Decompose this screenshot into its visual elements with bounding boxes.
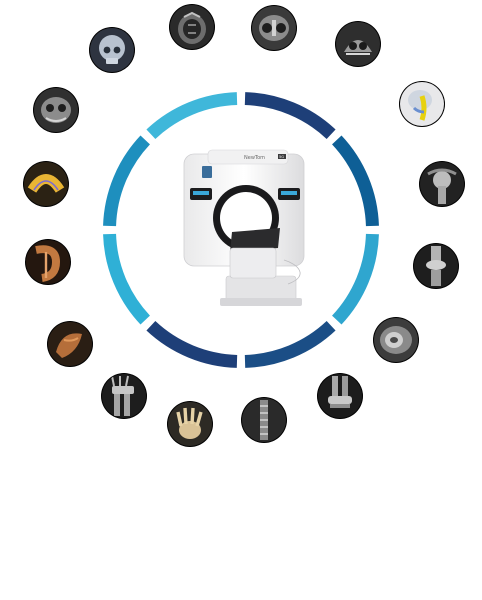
model-badge: 5G <box>279 155 284 159</box>
ring-segment-4 <box>244 321 336 368</box>
temporal-bone-ct-thumbnail[interactable] <box>336 22 380 66</box>
brand-label: NewTom <box>244 155 265 161</box>
wrist-xray-thumbnail[interactable] <box>102 374 146 418</box>
dental-arch-3d-thumbnail[interactable] <box>24 162 68 206</box>
sinus-ct-thumbnail[interactable] <box>252 6 296 50</box>
skull-ct-thumbnail[interactable] <box>170 5 214 49</box>
ring-segment-8 <box>146 92 238 139</box>
knee-xray-thumbnail[interactable] <box>414 244 458 288</box>
cervical-spine-3d-thumbnail[interactable] <box>48 322 92 366</box>
ring-segment-1 <box>244 92 336 139</box>
spine-sagittal-thumbnail[interactable] <box>242 398 286 442</box>
ring-segment-3 <box>332 233 379 325</box>
skull-3d-thumbnail[interactable] <box>90 28 134 72</box>
ring-segment-5 <box>146 321 238 368</box>
ankle-xray-thumbnail[interactable] <box>318 374 362 418</box>
neck-3d-thumbnail[interactable] <box>26 240 70 284</box>
head-axial-ct-thumbnail[interactable] <box>34 88 78 132</box>
ring-segment-7 <box>103 135 150 227</box>
hand-3d-thumbnail[interactable] <box>168 402 212 446</box>
ring-segment-2 <box>332 135 379 227</box>
ct-scanner-illustration: NewTom 5G <box>180 148 308 310</box>
ring-segment-6 <box>103 233 150 325</box>
airway-3d-thumbnail[interactable] <box>400 82 444 126</box>
shoulder-xray-thumbnail[interactable] <box>420 162 464 206</box>
knee-axial-ct-thumbnail[interactable] <box>374 318 418 362</box>
